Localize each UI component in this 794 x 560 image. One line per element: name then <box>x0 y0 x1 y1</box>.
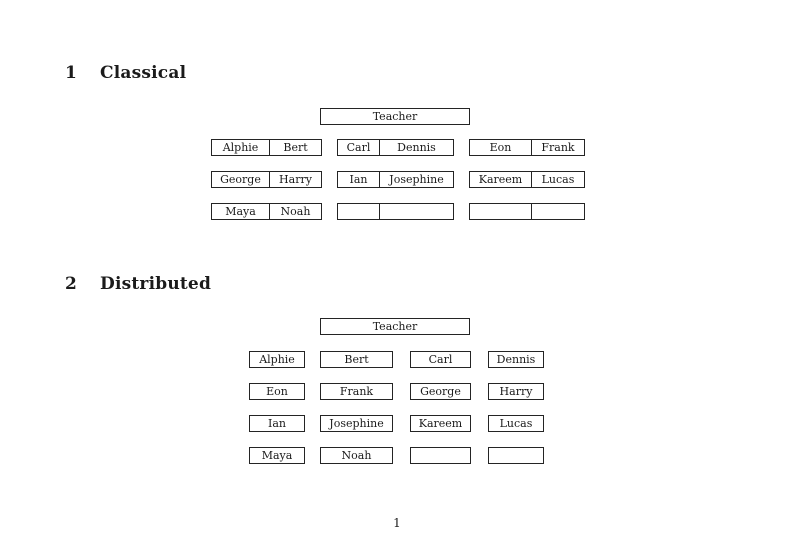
desk-pair: Carl Dennis <box>337 139 454 156</box>
page-number: 1 <box>393 516 401 530</box>
seat-cell: Frank <box>541 141 575 154</box>
desk-box: Alphie <box>249 351 305 368</box>
desk-box: Dennis <box>488 351 544 368</box>
desk-box: Ian <box>249 415 305 432</box>
desk-box: Carl <box>410 351 471 368</box>
desk-pair: Maya Noah <box>211 203 322 220</box>
seat-cell <box>338 204 380 219</box>
seat-cell: George <box>212 172 270 187</box>
seat-cell: Eon <box>470 140 532 155</box>
section-title: Classical <box>100 63 187 83</box>
teacher-box: Teacher <box>320 318 470 335</box>
seat-cell: Ian <box>338 172 380 187</box>
section-number: 2 <box>65 274 78 294</box>
seat-cell: Alphie <box>212 140 270 155</box>
section-heading-distributed: 2 Distributed <box>65 274 211 294</box>
seat-cell: Carl <box>338 140 380 155</box>
seat-cell <box>532 204 584 219</box>
section-heading-classical: 1 Classical <box>65 63 186 83</box>
desk-box: Frank <box>320 383 393 400</box>
seat-cell: Bert <box>283 141 308 154</box>
desk-box: Lucas <box>488 415 544 432</box>
desk-pair: Alphie Bert <box>211 139 322 156</box>
desk-box: Kareem <box>410 415 471 432</box>
seat-cell <box>380 204 453 219</box>
seat-cell: Dennis <box>397 141 436 154</box>
desk-box-empty <box>488 447 544 464</box>
section-number: 1 <box>65 63 78 83</box>
desk-box: Harry <box>488 383 544 400</box>
desk-pair-empty <box>337 203 454 220</box>
seat-cell: Noah <box>280 205 311 218</box>
desk-box-empty <box>410 447 471 464</box>
seat-cell: Lucas <box>541 173 575 186</box>
seat-cell: Josephine <box>389 173 444 186</box>
desk-box: Noah <box>320 447 393 464</box>
desk-pair: George Harry <box>211 171 322 188</box>
desk-pair: Ian Josephine <box>337 171 454 188</box>
section-title: Distributed <box>100 274 212 294</box>
desk-box: Maya <box>249 447 305 464</box>
desk-box: Josephine <box>320 415 393 432</box>
desk-box: Eon <box>249 383 305 400</box>
desk-box: Bert <box>320 351 393 368</box>
desk-pair: Eon Frank <box>469 139 585 156</box>
seat-cell: Maya <box>212 204 270 219</box>
desk-box: George <box>410 383 471 400</box>
seat-cell <box>470 204 532 219</box>
desk-pair-empty <box>469 203 585 220</box>
desk-pair: Kareem Lucas <box>469 171 585 188</box>
teacher-box: Teacher <box>320 108 470 125</box>
seat-cell: Kareem <box>470 172 532 187</box>
seat-cell: Harry <box>279 173 312 186</box>
